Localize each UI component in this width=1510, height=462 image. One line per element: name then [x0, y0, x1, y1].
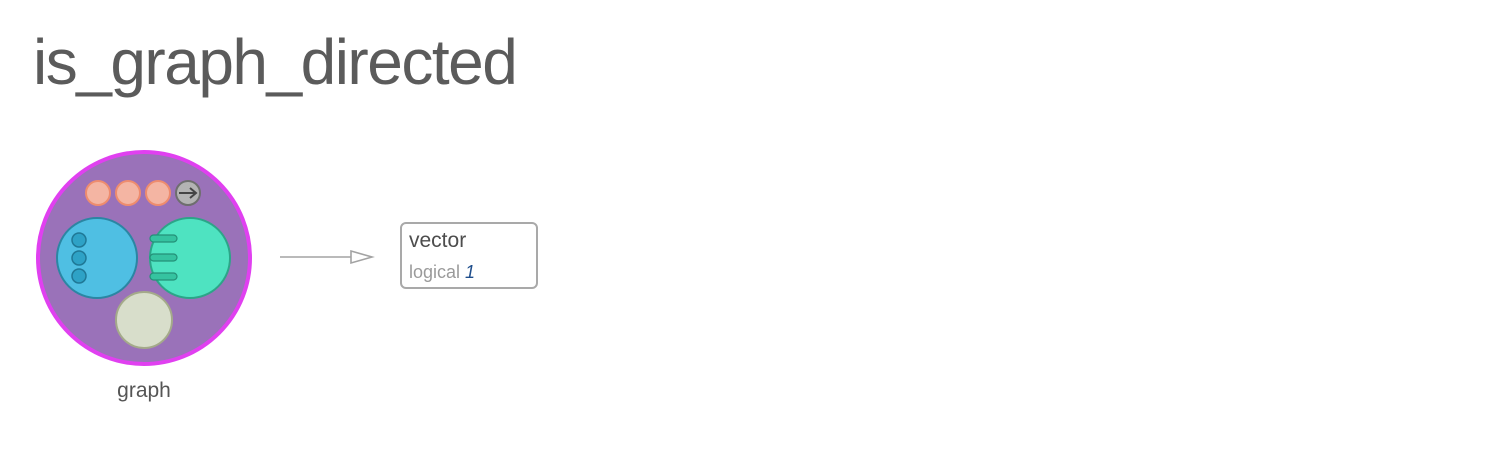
output-subtype-line: logical 1 [409, 261, 475, 283]
output-subtype: logical [409, 262, 461, 282]
page-title: is_graph_directed [33, 26, 518, 98]
output-box: vector logical 1 [400, 222, 538, 289]
vertices-icon [56, 217, 138, 299]
graph-attr-dot-3 [145, 180, 171, 206]
arrow-icon [280, 249, 375, 265]
graph-outer-circle [36, 150, 252, 366]
input-label: graph [117, 379, 171, 402]
edges-icon [149, 217, 231, 299]
output-type: vector [409, 229, 467, 252]
output-length: 1 [465, 262, 476, 282]
graph-icon-svg [36, 150, 252, 366]
graph-attr-dot-2 [115, 180, 141, 206]
graph-attr-dot-1 [85, 180, 111, 206]
graph-icon [34, 148, 254, 368]
graph-attributes-icon [115, 291, 173, 349]
direction-arrow-icon [175, 180, 201, 206]
